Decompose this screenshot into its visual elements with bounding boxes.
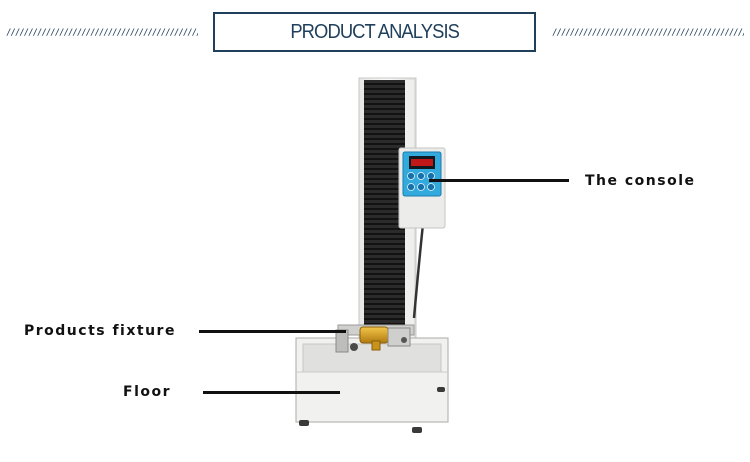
foot <box>437 387 445 392</box>
foot <box>412 427 422 433</box>
fixture-leader-line <box>199 330 346 333</box>
console-button <box>407 183 415 191</box>
section-title: PRODUCT ANALYSIS <box>290 20 460 43</box>
right-decorative-hatch: ////////////////////////////////////////… <box>552 28 744 38</box>
products-fixture-callout-label: Products fixture <box>24 323 176 339</box>
foot <box>299 420 309 426</box>
section-title-box: PRODUCT ANALYSIS <box>213 12 536 52</box>
console-button <box>417 172 425 180</box>
console-callout-label: The console <box>585 173 696 189</box>
left-decorative-hatch: ////////////////////////////////////////… <box>6 28 198 38</box>
console-cable <box>412 223 425 319</box>
floor-leader-line <box>203 391 340 394</box>
console-leader-line <box>429 179 569 182</box>
fixture-clamp <box>335 329 349 353</box>
console-button <box>427 183 435 191</box>
floor-callout-label: Floor <box>123 384 172 400</box>
console-button <box>417 183 425 191</box>
fixture-clamp <box>387 327 411 347</box>
console-button <box>407 172 415 180</box>
